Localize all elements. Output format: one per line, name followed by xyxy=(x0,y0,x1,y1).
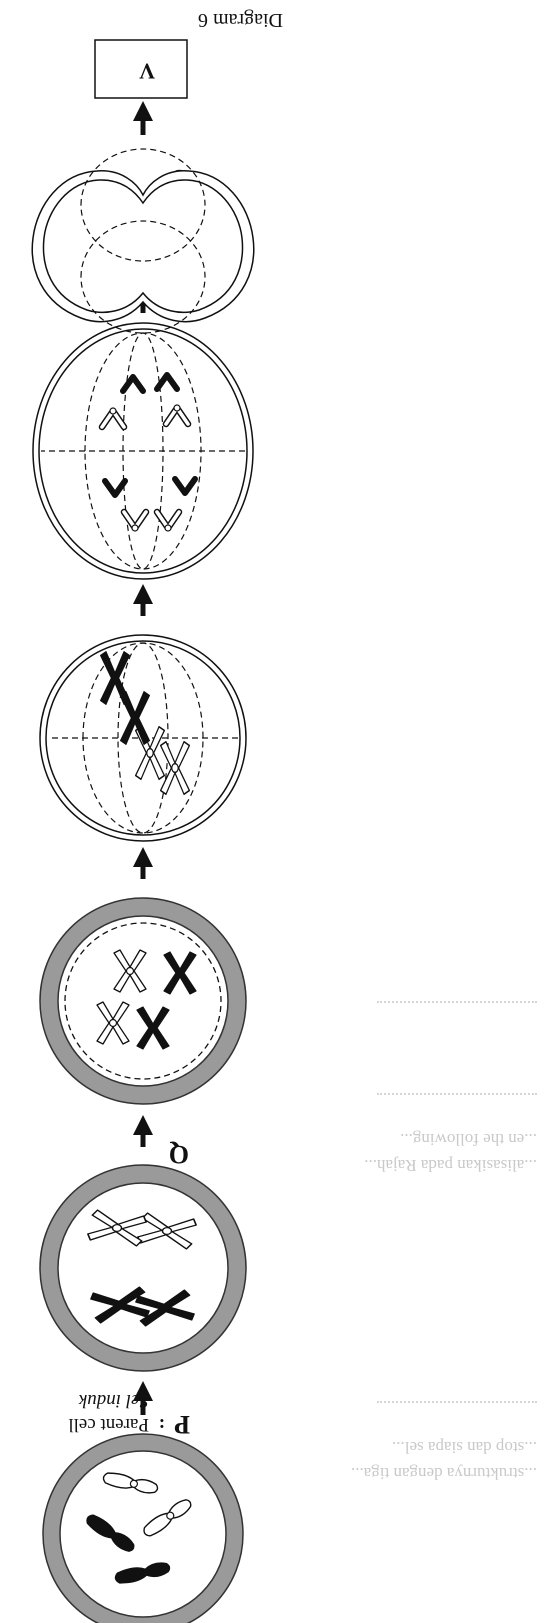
cell-s xyxy=(39,634,247,842)
stage-label-v: V xyxy=(139,59,155,84)
cell-q xyxy=(39,1164,247,1372)
cell-u xyxy=(31,148,255,334)
cell-t xyxy=(32,322,254,580)
answer-box-v xyxy=(94,39,188,99)
cell-r xyxy=(39,897,247,1105)
parent-cell-p xyxy=(42,1433,244,1623)
